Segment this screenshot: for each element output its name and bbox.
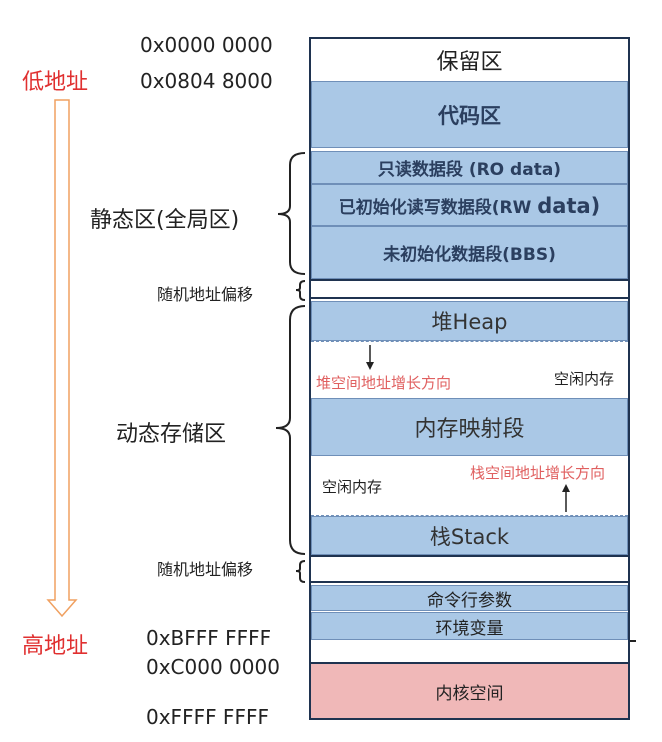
segment-memory-mapping: 内存映射段 [311, 398, 628, 456]
memory-layout-frame [309, 37, 630, 720]
address-0xbfffffff: 0xBFFF FFFF [146, 626, 272, 650]
segment-ro-data-label: 只读数据段 (RO data) [377, 160, 562, 180]
segment-stack-label: 栈Stack [429, 524, 510, 549]
segment-rw-data-label-suffix: data) [537, 193, 601, 218]
free-memory-note-1: 空闲内存 [554, 370, 615, 388]
segment-kernel-space: 内核空间 [311, 662, 628, 718]
static-area-brace [277, 152, 306, 275]
segment-heap: 堆Heap [311, 301, 628, 341]
segment-heap-label: 堆Heap [431, 310, 508, 334]
free-memory-note-2: 空闲内存 [322, 478, 383, 496]
address-direction-arrow [46, 99, 78, 618]
segment-rw-data: 已初始化读写数据段(RW data) [311, 184, 628, 226]
low-address-label: 低地址 [22, 70, 89, 95]
stack-growth-direction-note: 栈空间地址增长方向 [470, 464, 606, 482]
random-offset-brace-1 [295, 280, 306, 301]
segment-random-offset-2 [311, 555, 628, 583]
static-area-label: 静态区(全局区) [90, 208, 240, 233]
segment-gap [311, 642, 628, 662]
segment-reserved-label: 保留区 [436, 50, 503, 75]
heap-growth-arrow [366, 345, 374, 370]
random-offset-label-2: 随机地址偏移 [157, 560, 254, 579]
address-0xffffffff: 0xFFFF FFFF [146, 705, 269, 729]
heap-growth-direction-note: 堆空间地址增长方向 [316, 374, 452, 392]
segment-stack: 栈Stack [311, 516, 628, 555]
random-offset-brace-2 [295, 560, 306, 583]
segment-kernel-space-label: 内核空间 [435, 683, 504, 704]
segment-bss: 未初始化数据段(BBS) [311, 226, 628, 279]
stack-boundary-dashed-line [311, 515, 628, 516]
segment-code: 代码区 [311, 81, 628, 148]
segment-environment: 环境变量 [311, 612, 628, 640]
address-0xc0000000: 0xC000 0000 [146, 655, 280, 679]
segment-memory-mapping-label: 内存映射段 [414, 417, 525, 442]
random-offset-label-1: 随机地址偏移 [157, 285, 254, 304]
segment-ro-data: 只读数据段 (RO data) [311, 151, 628, 184]
segment-code-label: 代码区 [438, 103, 501, 128]
dynamic-area-brace [275, 305, 306, 555]
segment-environment-label: 环境变量 [435, 618, 504, 639]
segment-rw-data-label: 已初始化读写数据段(RW data) [339, 193, 601, 218]
address-0x00000000: 0x0000 0000 [140, 33, 273, 57]
segment-command-args: 命令行参数 [311, 585, 628, 611]
high-address-label: 高地址 [22, 634, 89, 659]
stack-growth-arrow [562, 484, 570, 512]
dynamic-area-label: 动态存储区 [116, 422, 227, 447]
segment-bss-label: 未初始化数据段(BBS) [383, 245, 556, 265]
address-0x08048000: 0x0804 8000 [140, 69, 273, 93]
segment-random-offset-1 [311, 279, 628, 299]
heap-boundary-dashed-line [311, 341, 628, 342]
segment-reserved: 保留区 [311, 39, 628, 81]
segment-command-args-label: 命令行参数 [427, 590, 512, 611]
segment-rw-data-label-prefix: 已初始化读写数据段(RW [338, 197, 538, 218]
